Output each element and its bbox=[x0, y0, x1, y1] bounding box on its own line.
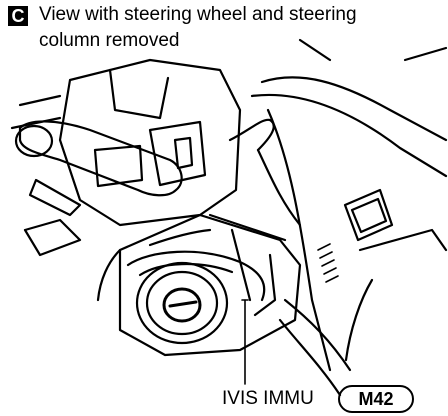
connector-id-badge: M42 bbox=[338, 385, 414, 413]
callout-label: IVIS IMMU bbox=[222, 388, 314, 409]
turn-signal-lever bbox=[14, 120, 183, 257]
caption-line-1: View with steering wheel and steering bbox=[39, 4, 357, 25]
wire-harness bbox=[96, 118, 352, 397]
steering-lock-housing bbox=[118, 213, 302, 357]
vent-slats bbox=[317, 243, 339, 283]
callout-leader-line bbox=[241, 299, 249, 385]
section-badge: C bbox=[8, 6, 28, 26]
caption-line-2: column removed bbox=[39, 30, 180, 51]
combination-switch-body bbox=[10, 58, 242, 227]
ivis-immu-antenna-ring bbox=[126, 250, 266, 302]
dashboard-panel-outline bbox=[250, 38, 448, 372]
ignition-key-cylinder bbox=[135, 261, 229, 345]
dashboard-switch bbox=[343, 188, 394, 242]
